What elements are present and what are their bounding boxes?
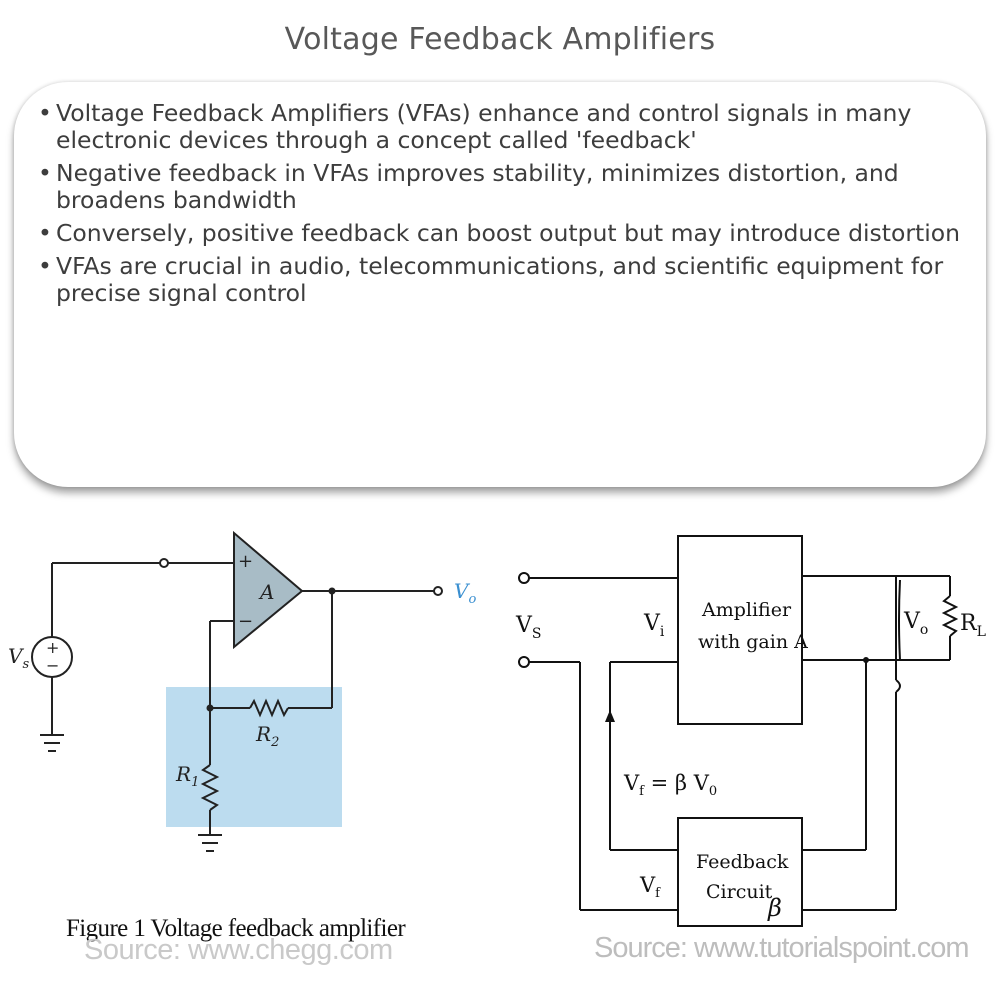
vs-label: VS [515,613,541,642]
source-tutorialspoint: Source: www.tutorialspoint.com [594,932,970,964]
opamp-triangle [233,530,304,650]
voltage-source-symbol [31,636,73,678]
bullet-item: •Voltage Feedback Amplifiers (VFAs) enha… [38,100,973,154]
feedback-label-2: Circuit [706,881,773,903]
beta-label: β [767,894,782,922]
feedback-block [677,817,803,927]
feedback-network-highlight [166,687,342,827]
bullet-text: Conversely, positive feedback can boost … [56,219,961,247]
opamp-circuit-diagram: + − + − A Vs Vo R2 R1 [8,530,476,852]
bullet-text: Voltage Feedback Amplifiers (VFAs) enhan… [56,99,912,154]
vf-label: Vf [639,873,661,901]
amplifier-block [677,535,803,725]
bullet-list: •Voltage Feedback Amplifiers (VFAs) enha… [38,100,973,313]
r1-label: R1 [175,762,199,790]
amplifier-label-1: Amplifier [701,599,792,621]
feedback-label-1: Feedback [696,851,789,873]
bullet-dot: • [38,159,52,187]
vo-label: Vo [903,609,928,638]
bullet-text: Negative feedback in VFAs improves stabi… [56,159,899,214]
feedback-block-diagram: VS Vi Vo RL Amplifier with gain A Vf = β… [515,535,986,927]
vo-label: Vo [454,579,476,607]
source-minus: − [46,656,59,675]
page-title: Voltage Feedback Amplifiers [284,22,716,57]
bullet-item: •Conversely, positive feedback can boost… [38,220,973,247]
bullet-item: •Negative feedback in VFAs improves stab… [38,160,973,214]
opamp-gain-label: A [258,580,274,604]
amplifier-label-2: with gain A [698,631,808,653]
source-chegg: Source: www.chegg.com [84,934,393,966]
vi-label: Vi [643,611,665,640]
bullet-dot: • [38,252,52,280]
opamp-minus: − [238,611,253,632]
source-plus: + [46,638,59,657]
r2-label: R2 [255,722,279,750]
vs-label: Vs [8,644,29,672]
figure-caption: Figure 1 Voltage feedback amplifier [66,915,406,942]
vf-equation: Vf = β V0 [623,771,717,799]
bullet-item: •VFAs are crucial in audio, telecommunic… [38,253,973,307]
rl-label: RL [960,611,986,640]
bullet-dot: • [38,99,52,127]
bullet-dot: • [38,219,52,247]
feedback-arrow [605,710,615,722]
opamp-plus: + [238,551,253,572]
summary-card: •Voltage Feedback Amplifiers (VFAs) enha… [14,82,986,487]
bullet-text: VFAs are crucial in audio, telecommunica… [56,252,944,307]
